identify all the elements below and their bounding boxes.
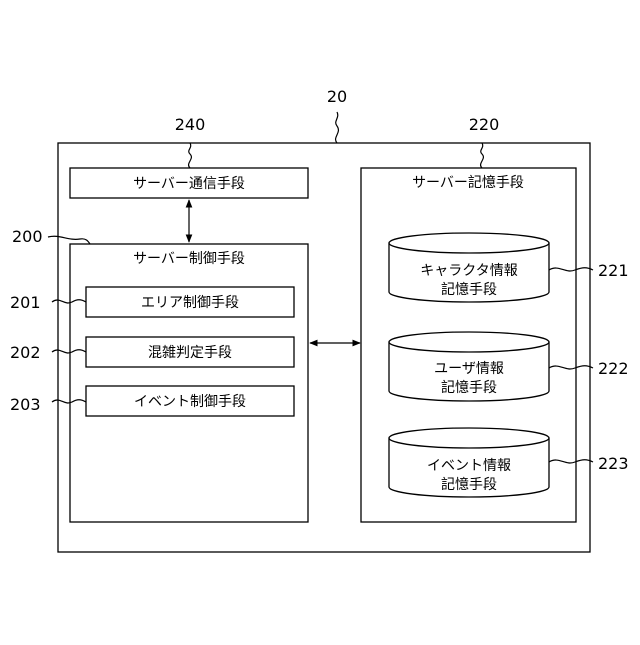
area-ref: 201 [10, 293, 41, 312]
user-db-label-line1: ユーザ情報 [434, 361, 504, 377]
system-leader [336, 112, 339, 143]
event-db-ref: 223 [598, 454, 629, 473]
congestion-ref: 202 [10, 343, 41, 362]
event-ref: 203 [10, 395, 41, 414]
server-storage-label: サーバー記憶手段 [412, 174, 524, 191]
character-db-ref: 221 [598, 261, 629, 280]
event-db-label-line2: 記憶手段 [441, 476, 497, 493]
user-db-ref: 222 [598, 359, 629, 378]
server-control-box [70, 244, 308, 522]
storage-ref: 220 [469, 115, 500, 134]
system-ref: 20 [327, 87, 347, 106]
user-db-label-line2: 記憶手段 [441, 379, 497, 396]
event-control-label: イベント制御手段 [134, 394, 246, 410]
event-db-label-line1: イベント情報 [427, 458, 511, 474]
server-control-label: サーバー制御手段 [133, 251, 245, 267]
area-control-label: エリア制御手段 [141, 295, 239, 311]
character-db-label-line1: キャラクタ情報 [420, 263, 517, 279]
character-db-label-line2: 記憶手段 [441, 281, 497, 298]
server-comm-label: サーバー通信手段 [133, 176, 245, 192]
comm-ref: 240 [175, 115, 206, 134]
control-ref: 200 [12, 227, 43, 246]
congestion-label: 混雑判定手段 [148, 345, 232, 361]
